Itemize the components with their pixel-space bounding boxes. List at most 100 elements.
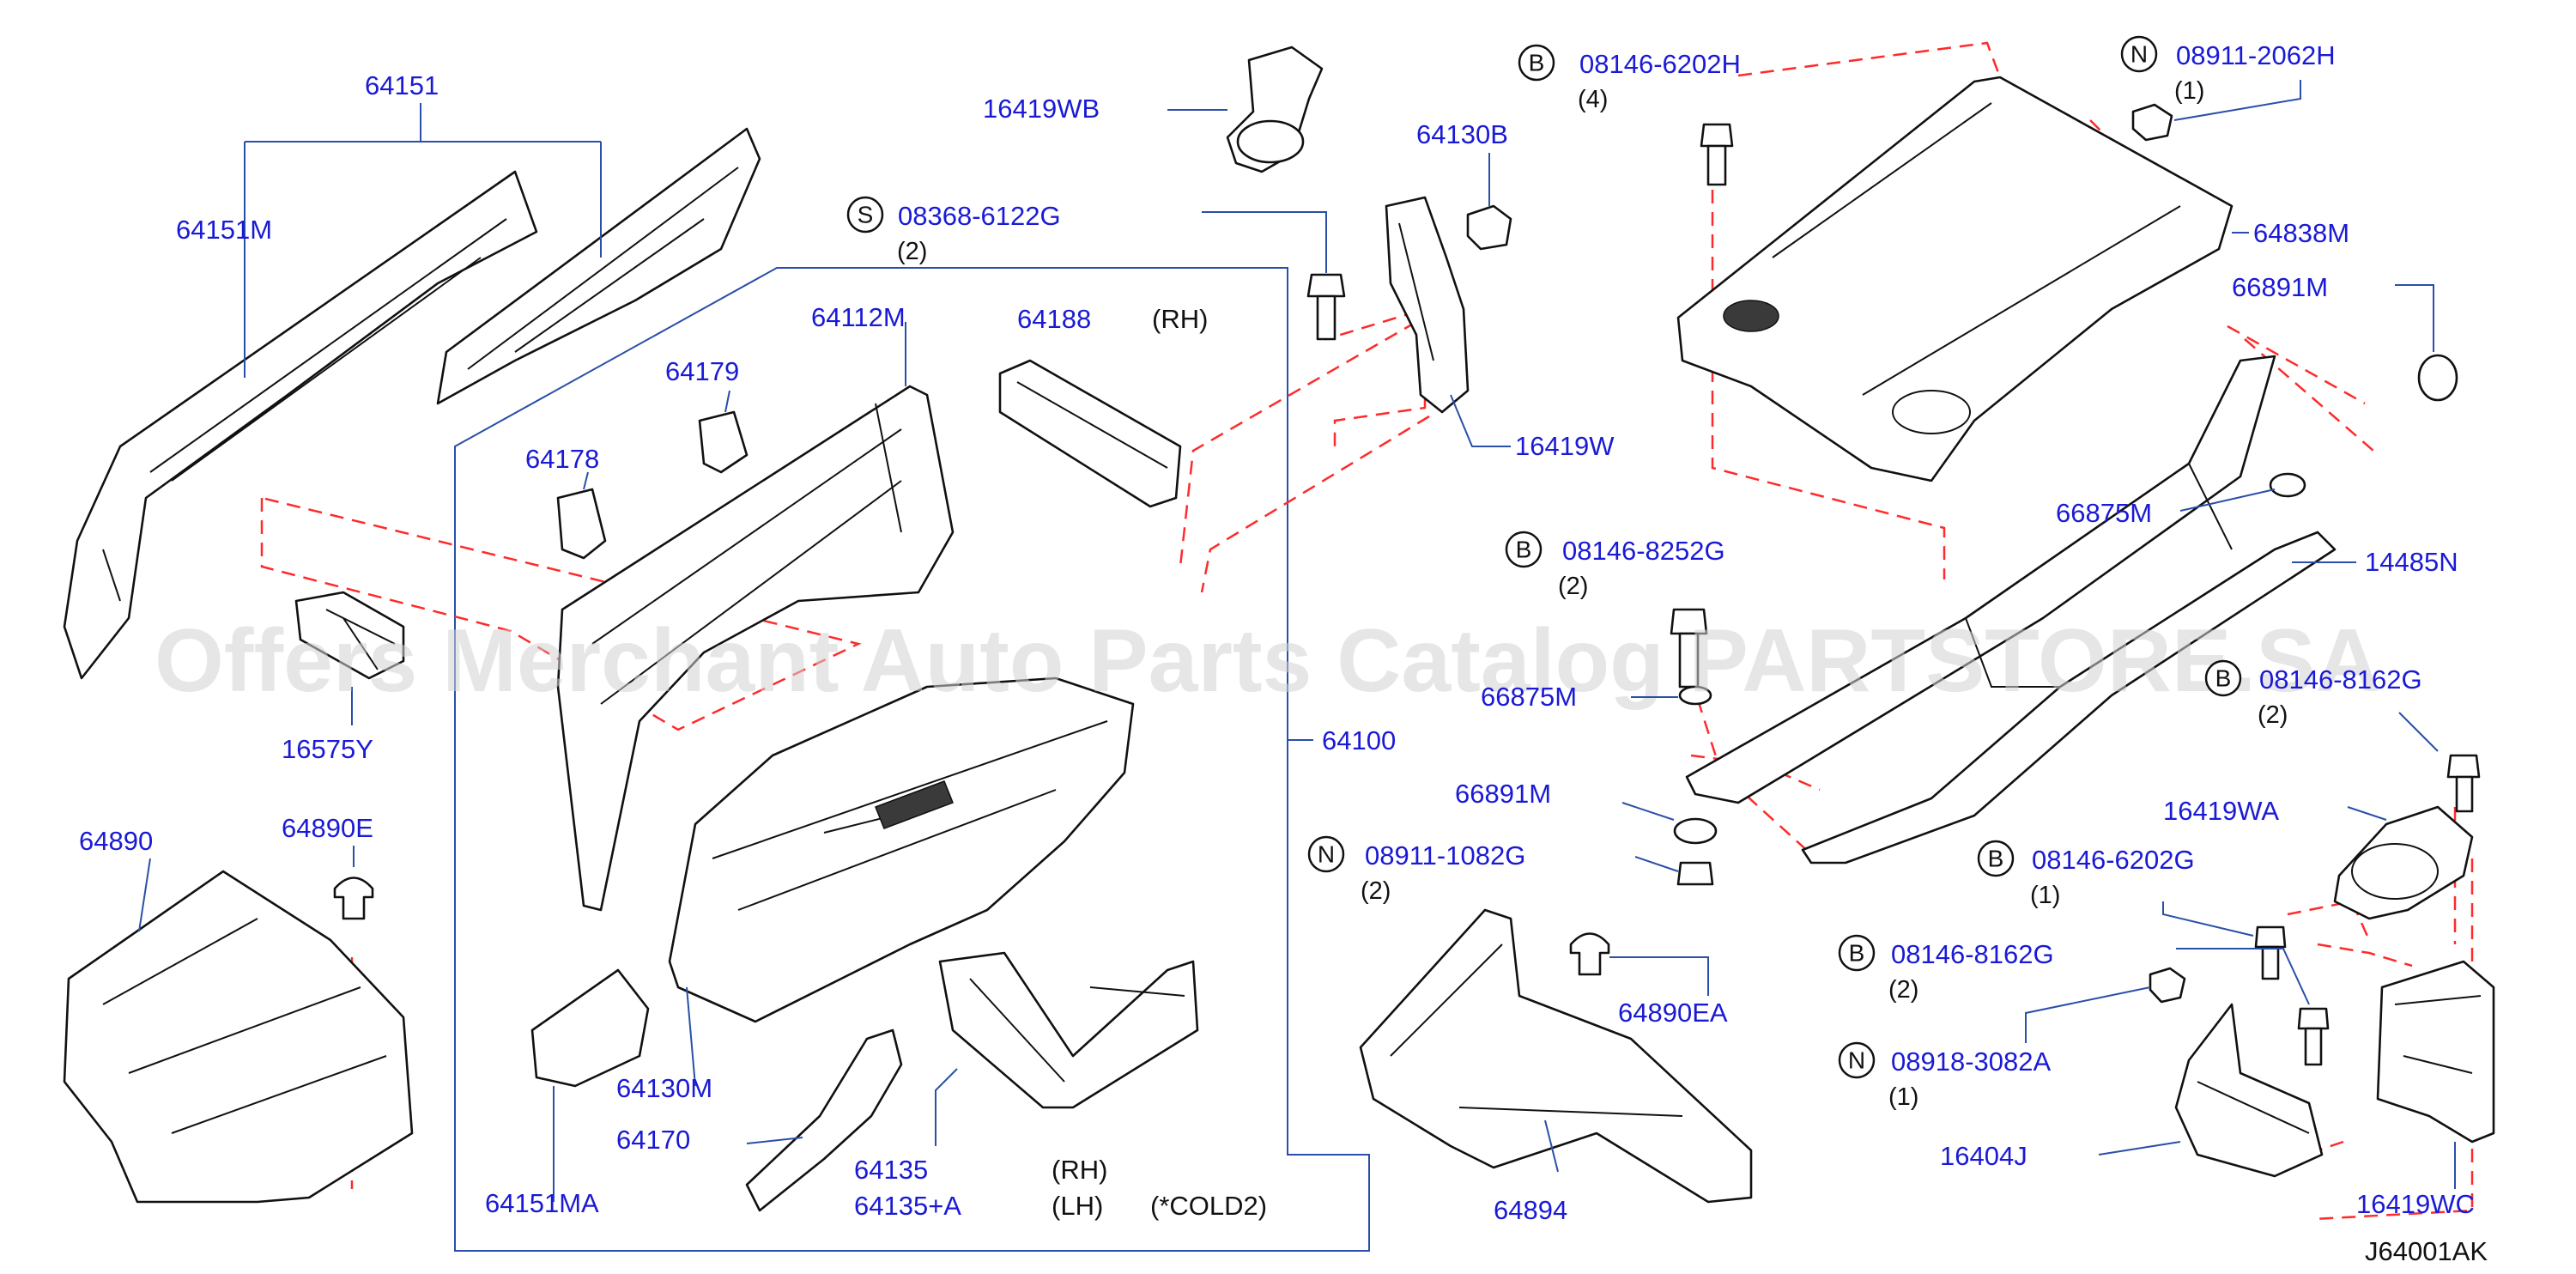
clip-64890E[interactable] [333, 877, 374, 920]
bracket-16419W[interactable] [1385, 196, 1511, 447]
label-64151[interactable]: 64151 [365, 70, 439, 100]
bracket-16419WC[interactable] [2376, 960, 2495, 1189]
badge-n-08911-2062H [2120, 35, 2158, 73]
nut-08918-3082A[interactable] [2025, 967, 2186, 1043]
bolt-08146-6202H[interactable] [1700, 123, 1734, 186]
label-08911-1082G[interactable]: 08911-1082G [1365, 840, 1525, 871]
bolt-08146-8162G[interactable] [2176, 948, 2330, 1066]
engine-cover-64838M[interactable] [1676, 76, 2249, 482]
panel-64890[interactable] [63, 870, 414, 1204]
label-16419WB[interactable]: 16419WB [983, 94, 1100, 124]
label-64894[interactable]: 64894 [1494, 1195, 1567, 1225]
group-bracket-64100 [454, 267, 1370, 1252]
panel-64894[interactable] [1359, 908, 1753, 1204]
qty-08911-1082G: (2) [1361, 877, 1391, 905]
bolt-08146-8162G-top[interactable] [2398, 712, 2481, 813]
cowl-panel-64151[interactable] [63, 127, 761, 680]
label-08911-2062H[interactable]: 08911-2062H [2176, 40, 2336, 70]
washer-66875M-top[interactable] [2179, 472, 2306, 512]
bracket-64151MA[interactable] [530, 968, 650, 1202]
label-16419WC[interactable]: 16419WC [2356, 1189, 2475, 1219]
label-64890E[interactable]: 64890E [282, 813, 373, 843]
bolt-08146-8252G[interactable] [1670, 608, 1708, 689]
label-08146-8162G[interactable]: 08146-8162G [1891, 939, 2054, 969]
svg-text:N: N [1848, 1047, 1865, 1074]
label-64179[interactable]: 64179 [665, 356, 739, 386]
label-08146-8162G-top[interactable]: 08146-8162G [2259, 664, 2422, 695]
label-64135A[interactable]: 64135+A [854, 1191, 961, 1221]
grommet-66891M-top[interactable] [2395, 284, 2458, 402]
bolt-08368-6122G[interactable] [1202, 211, 1346, 341]
side-64135A: (LH) [1052, 1191, 1103, 1221]
frame-14485N[interactable] [1685, 355, 2356, 864]
badge-b-08146-8162G [1838, 934, 1876, 972]
label-64112M[interactable]: 64112M [811, 302, 906, 332]
label-64838M[interactable]: 64838M [2253, 218, 2349, 248]
bracket-64135[interactable] [935, 951, 1199, 1146]
label-08368-6122G[interactable]: 08368-6122G [898, 201, 1061, 231]
bracket-16419WB[interactable] [1167, 46, 1324, 173]
qty-08146-8252G: (2) [1558, 573, 1588, 600]
label-66875M-top[interactable]: 66875M [2056, 498, 2152, 528]
svg-text:B: B [1529, 50, 1545, 76]
bracket-64188[interactable] [998, 359, 1182, 508]
label-14485N[interactable]: 14485N [2365, 547, 2458, 577]
note-cold2: (*COLD2) [1150, 1191, 1267, 1221]
svg-text:B: B [1516, 537, 1532, 563]
svg-text:B: B [1849, 940, 1865, 967]
label-64178[interactable]: 64178 [525, 444, 599, 474]
label-64170[interactable]: 64170 [616, 1125, 690, 1155]
nut-08911-1082G[interactable] [1634, 856, 1714, 886]
svg-text:N: N [2131, 41, 2148, 68]
qty-08146-6202G: (1) [2030, 882, 2060, 909]
badge-n-08911-1082G [1307, 835, 1345, 873]
label-08146-6202G[interactable]: 08146-6202G [2032, 845, 2195, 875]
clip-64178[interactable] [556, 471, 607, 560]
grommet-66891M-mid[interactable] [1621, 802, 1718, 845]
label-64130B[interactable]: 64130B [1416, 119, 1508, 149]
label-66891M-mid[interactable]: 66891M [1455, 779, 1551, 809]
label-64130M[interactable]: 64130M [616, 1073, 712, 1103]
nut-08911-2062H[interactable] [2131, 80, 2301, 142]
label-66875M-mid[interactable]: 66875M [1481, 682, 1577, 712]
badge-n-08918-3082A [1838, 1041, 1876, 1079]
badge-b-08146-8252G [1505, 531, 1543, 568]
label-16419W[interactable]: 16419W [1515, 431, 1615, 461]
qty-08368-6122G: (2) [897, 238, 927, 265]
bolt-08146-6202G[interactable] [2162, 901, 2287, 980]
badge-b-08146-8162G-top [2204, 659, 2242, 697]
label-64100[interactable]: 64100 [1322, 725, 1396, 755]
label-08146-6202H[interactable]: 08146-6202H [1579, 49, 1741, 79]
label-64890EA[interactable]: 64890EA [1618, 998, 1728, 1028]
apron-64112M[interactable] [556, 322, 955, 912]
label-16575Y[interactable]: 16575Y [282, 734, 373, 764]
label-64188[interactable]: 64188 [1017, 304, 1091, 334]
label-64890[interactable]: 64890 [79, 826, 153, 856]
label-16404J[interactable]: 16404J [1940, 1141, 2027, 1171]
bracket-64170[interactable] [745, 1028, 903, 1212]
qty-08146-8162G: (2) [1888, 976, 1918, 1004]
svg-text:B: B [2215, 665, 2232, 692]
strap-16404J[interactable] [2098, 1003, 2324, 1178]
label-66891M-top[interactable]: 66891M [2232, 272, 2328, 302]
drawing-code: J64001AK [2365, 1236, 2488, 1266]
svg-text:N: N [1318, 841, 1335, 868]
label-64151M[interactable]: 64151M [176, 215, 272, 245]
svg-text:S: S [858, 202, 874, 228]
qty-08918-3082A: (1) [1888, 1083, 1918, 1111]
nut-64130B[interactable] [1466, 204, 1512, 251]
housing-64130M[interactable] [668, 676, 1135, 1087]
label-08146-8252G[interactable]: 08146-8252G [1562, 536, 1725, 566]
qty-08911-2062H: (1) [2174, 77, 2204, 105]
sensor-16575Y[interactable] [294, 591, 405, 725]
label-08918-3082A[interactable]: 08918-3082A [1891, 1046, 2051, 1077]
clip-64890EA[interactable] [1569, 932, 1709, 997]
label-16419WA[interactable]: 16419WA [2163, 796, 2279, 826]
bracket-16419WA[interactable] [2333, 805, 2474, 920]
label-64151MA[interactable]: 64151MA [485, 1188, 599, 1218]
badge-b-08146-6202H [1518, 44, 1555, 82]
clip-64179[interactable] [698, 390, 749, 474]
washer-66875M-mid[interactable] [1678, 685, 1712, 706]
label-64135[interactable]: 64135 [854, 1155, 928, 1185]
